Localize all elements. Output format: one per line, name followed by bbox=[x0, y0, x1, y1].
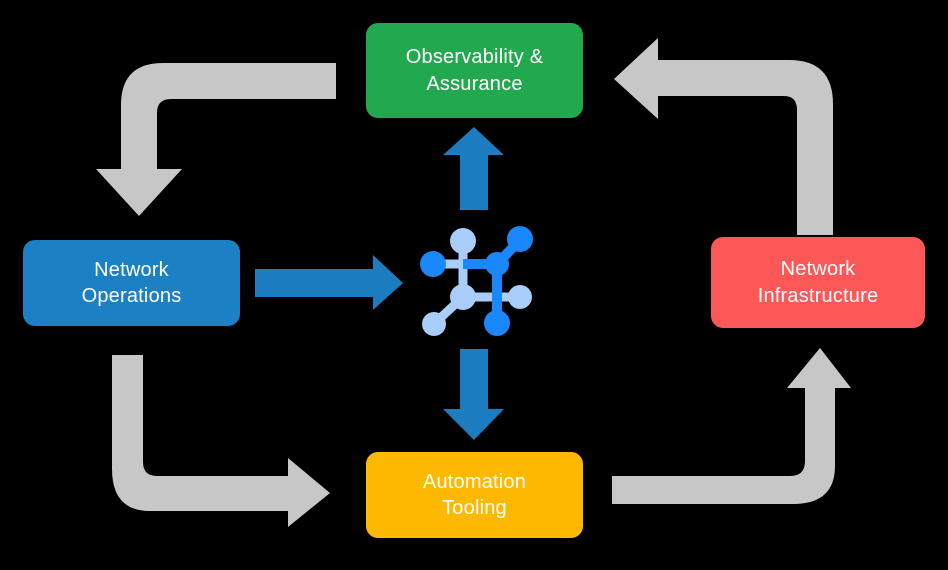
gray-arrow-infrastructure-to-observability bbox=[614, 38, 833, 235]
node-box-observability[interactable]: Observability & Assurance bbox=[366, 23, 583, 118]
node-box-network-operations[interactable]: Network Operations bbox=[23, 240, 240, 326]
gray-arrow-observability-to-operations bbox=[96, 63, 336, 216]
network-topology-icon bbox=[420, 226, 533, 336]
gray-arrow-operations-to-automation bbox=[112, 355, 330, 527]
node-label-observability: Observability & Assurance bbox=[405, 46, 544, 95]
blue-arrow-center-to-automation bbox=[443, 349, 504, 440]
blue-arrow-operations-to-center bbox=[255, 255, 403, 310]
node-label-network-infrastructure: Network Infrastructure bbox=[757, 258, 879, 307]
node-label-network-operations: Network Operations bbox=[81, 258, 182, 307]
node-box-network-infrastructure[interactable]: Network Infrastructure bbox=[711, 237, 925, 328]
node-label-automation-tooling: Automation Tooling bbox=[422, 470, 527, 519]
node-box-automation-tooling[interactable]: Automation Tooling bbox=[366, 452, 583, 538]
blue-arrow-center-to-observability bbox=[443, 127, 504, 210]
gray-arrow-automation-to-infrastructure bbox=[612, 348, 851, 504]
